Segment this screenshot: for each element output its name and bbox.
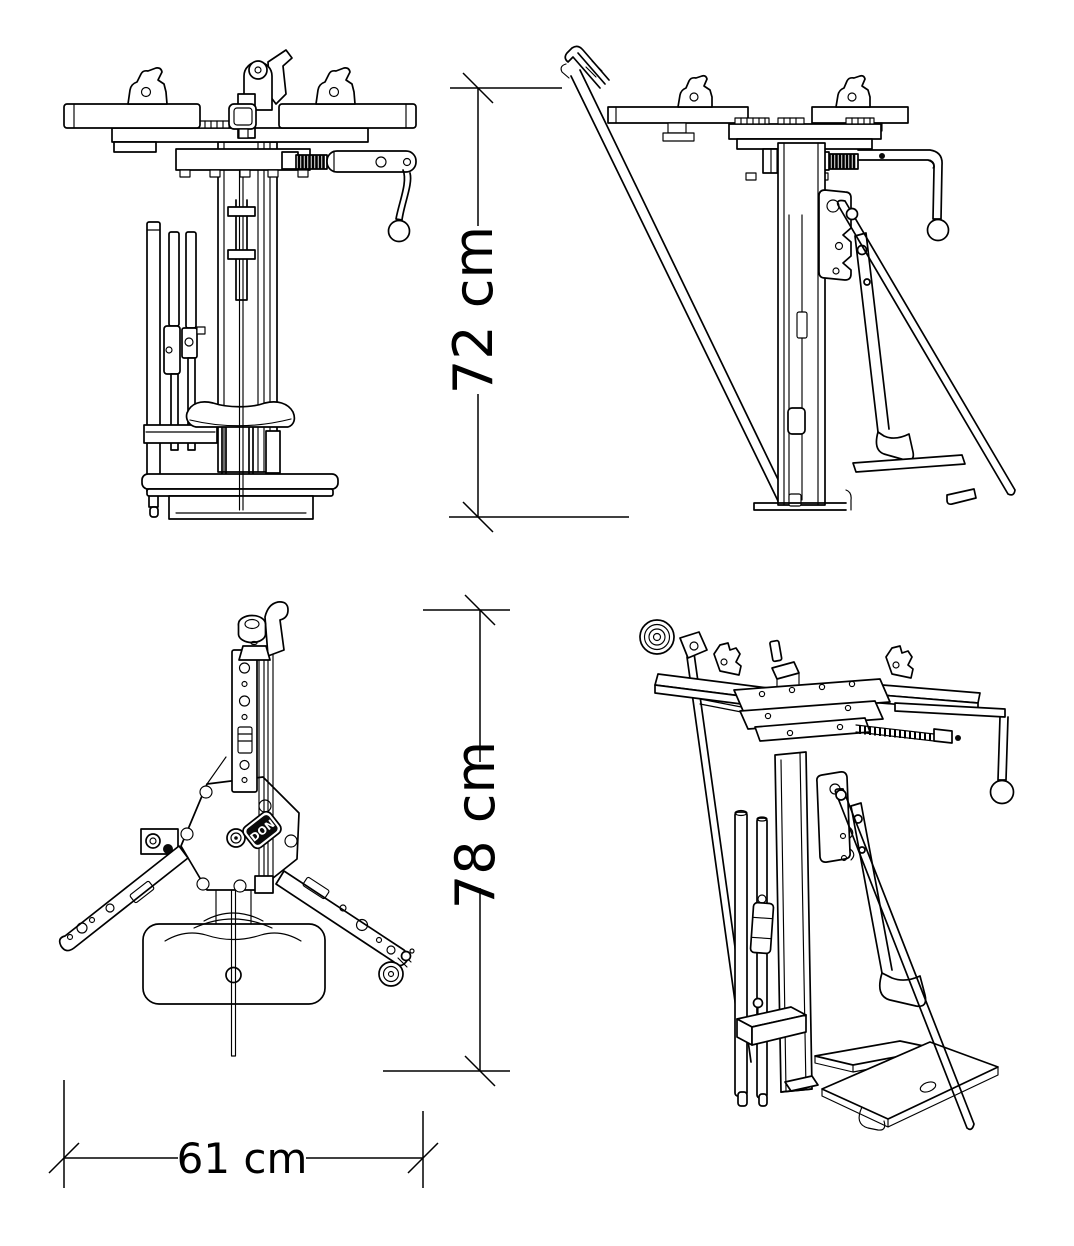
top-tension-knob bbox=[237, 601, 289, 661]
front-view-drawing bbox=[63, 49, 417, 520]
iso-bracket-plate bbox=[816, 771, 855, 863]
top-pedestal bbox=[193, 890, 273, 929]
front-bolts bbox=[179, 169, 309, 178]
dimension-height: 72 cm bbox=[442, 72, 629, 533]
caster-wheel bbox=[378, 948, 415, 987]
iso-middle-strut bbox=[850, 802, 927, 1008]
dimension-width-extension-lines bbox=[63, 1080, 424, 1188]
iso-tension-head bbox=[769, 639, 800, 691]
front-seat bbox=[185, 401, 296, 428]
side-crank-handle bbox=[857, 149, 950, 242]
top-right-arm bbox=[275, 870, 415, 987]
front-right-arm bbox=[278, 103, 417, 129]
dimension-width: 61 cm bbox=[48, 1080, 439, 1188]
side-column bbox=[777, 142, 826, 507]
side-right-clamp bbox=[835, 74, 871, 108]
front-side-tubes bbox=[146, 221, 206, 518]
iso-crank-ball bbox=[989, 779, 1015, 805]
side-left-clamp bbox=[677, 74, 713, 108]
front-seat-pedestal bbox=[221, 426, 254, 476]
side-crank-ball bbox=[926, 218, 950, 242]
side-left-arm bbox=[607, 106, 749, 124]
top-base-plate bbox=[142, 923, 326, 1005]
front-tension-rod bbox=[227, 169, 256, 511]
iso-turntable bbox=[733, 678, 891, 742]
front-left-clamp bbox=[127, 66, 168, 105]
top-view-drawing: DON bbox=[58, 601, 415, 1057]
dimension-width-tick-marks bbox=[48, 1142, 439, 1174]
dimension-height-label: 72 cm bbox=[442, 226, 505, 394]
brand-logo-badge: DON bbox=[242, 810, 282, 850]
dimension-depth-tick-marks bbox=[464, 594, 496, 1087]
iso-column bbox=[774, 751, 813, 1093]
top-center-rod bbox=[225, 890, 242, 1057]
side-base bbox=[753, 454, 977, 511]
front-crank-ball bbox=[387, 219, 411, 243]
top-seat-edge bbox=[164, 932, 302, 942]
dimension-width-label: 61 cm bbox=[177, 1134, 308, 1183]
dimension-depth: 78 cm bbox=[383, 594, 510, 1087]
dimension-depth-extension-lines bbox=[383, 609, 510, 1072]
iso-base-plate bbox=[780, 1040, 999, 1131]
dimension-height-tick-marks bbox=[462, 72, 494, 533]
side-middle-strut bbox=[854, 232, 915, 462]
front-tension-head bbox=[228, 49, 293, 139]
iso-side-tubes bbox=[734, 809, 807, 1107]
front-right-clamp bbox=[315, 66, 356, 105]
side-view-drawing bbox=[560, 45, 1016, 511]
top-left-bracket bbox=[140, 828, 179, 855]
front-tension-crank bbox=[281, 150, 417, 243]
top-left-arm bbox=[58, 845, 189, 952]
isometric-view-drawing bbox=[639, 619, 1015, 1131]
iso-diagonal-leg bbox=[834, 787, 975, 1131]
iso-pulley bbox=[639, 619, 708, 659]
iso-tension-crank bbox=[855, 702, 1015, 805]
front-crossbar bbox=[143, 424, 218, 444]
side-diagonal-leg bbox=[836, 199, 1016, 496]
dimension-depth-label: 78 cm bbox=[444, 741, 507, 909]
iso-crossbar bbox=[736, 997, 807, 1046]
front-left-arm bbox=[63, 103, 201, 129]
